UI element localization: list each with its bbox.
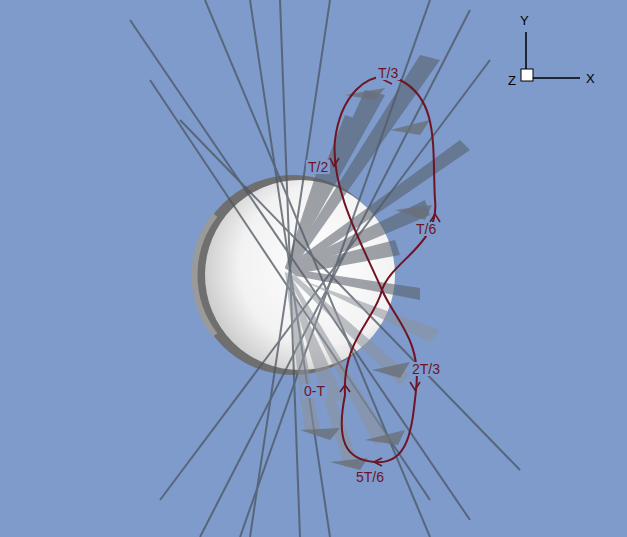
- time-label: T/2: [306, 160, 330, 174]
- axis-label: Z: [508, 74, 516, 87]
- time-label: 0-T: [302, 384, 327, 398]
- axis-label: Y: [520, 14, 529, 27]
- time-label: 5T/6: [354, 470, 386, 484]
- time-label: T/3: [376, 66, 400, 80]
- time-label: 2T/3: [410, 362, 442, 376]
- axis-label: X: [586, 72, 595, 85]
- time-label: T/6: [414, 222, 438, 236]
